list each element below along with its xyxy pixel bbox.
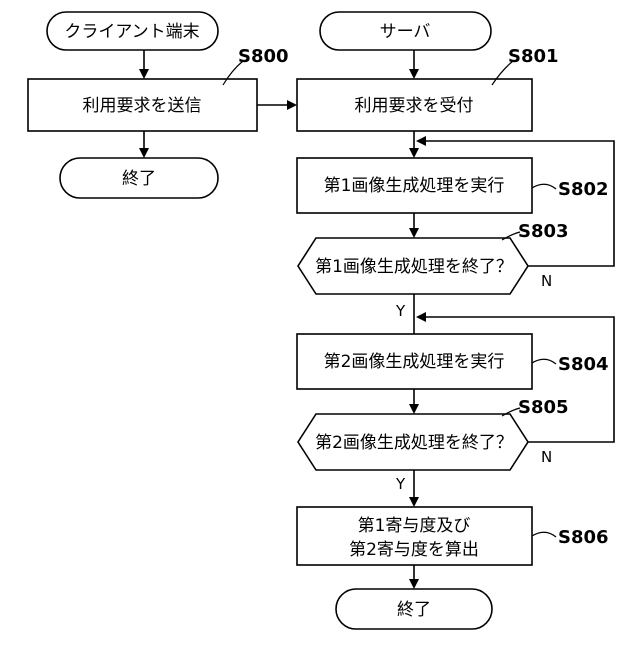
branch-no-label: N — [541, 448, 552, 466]
server-end-terminal: 終了 — [336, 589, 492, 629]
server-start-terminal: サーバ — [320, 12, 491, 50]
exec-gen1-process: 第1画像生成処理を実行 — [297, 158, 532, 213]
receive-request-process: 利用要求を受付 — [297, 79, 532, 131]
step-label-s805: S805 — [518, 397, 569, 418]
check-gen1-label: 第1画像生成処理を終了？ — [315, 257, 513, 277]
arrow-left-icon — [416, 136, 426, 146]
calc-line1-label: 第1寄与度及び — [358, 516, 471, 536]
send-request-process: 利用要求を送信 — [28, 79, 257, 131]
client-end-label: 終了 — [122, 169, 156, 189]
arrow-right-icon — [287, 100, 297, 110]
arrow-down-icon — [409, 579, 419, 589]
branch-yes-label: Y — [395, 302, 406, 320]
server-start-label: サーバ — [380, 22, 431, 42]
send-request-label: 利用要求を送信 — [83, 96, 202, 116]
step-label-s806: S806 — [558, 527, 609, 548]
arrow-down-icon — [409, 148, 419, 158]
step-label-s802: S802 — [558, 179, 609, 200]
step-leader-line — [532, 532, 556, 537]
exec-gen1-label: 第1画像生成処理を実行 — [324, 176, 505, 196]
arrow-left-icon — [416, 312, 426, 322]
client-end-terminal: 終了 — [60, 158, 218, 198]
step-label-s801: S801 — [508, 46, 559, 67]
calc-contribution-process: 第1寄与度及び 第2寄与度を算出 — [297, 507, 532, 565]
exec-gen2-process: 第2画像生成処理を実行 — [297, 334, 532, 389]
receive-request-label: 利用要求を受付 — [355, 96, 474, 116]
arrow-down-icon — [409, 69, 419, 79]
arrow-down-icon — [409, 404, 419, 414]
branch-no-label: N — [541, 272, 552, 290]
check-gen2-label: 第2画像生成処理を終了？ — [315, 433, 513, 453]
calc-line2-label: 第2寄与度を算出 — [349, 540, 479, 560]
arrow-down-icon — [409, 497, 419, 507]
step-leader-line — [532, 184, 556, 189]
check-gen2-decision: 第2画像生成処理を終了？ — [298, 414, 528, 470]
step-label-s804: S804 — [558, 354, 609, 375]
check-gen1-decision: 第1画像生成処理を終了？ — [298, 238, 528, 294]
step-leader-line — [532, 359, 556, 364]
step-label-s800: S800 — [238, 46, 289, 67]
client-start-label: クライアント端末 — [64, 22, 199, 42]
step-label-s803: S803 — [518, 221, 569, 242]
exec-gen2-label: 第2画像生成処理を実行 — [324, 352, 505, 372]
arrow-down-icon — [139, 69, 149, 79]
branch-yes-label: Y — [395, 475, 406, 493]
client-start-terminal: クライアント端末 — [47, 12, 218, 50]
server-end-label: 終了 — [397, 600, 431, 620]
arrow-down-icon — [139, 148, 149, 158]
arrow-down-icon — [409, 228, 419, 238]
